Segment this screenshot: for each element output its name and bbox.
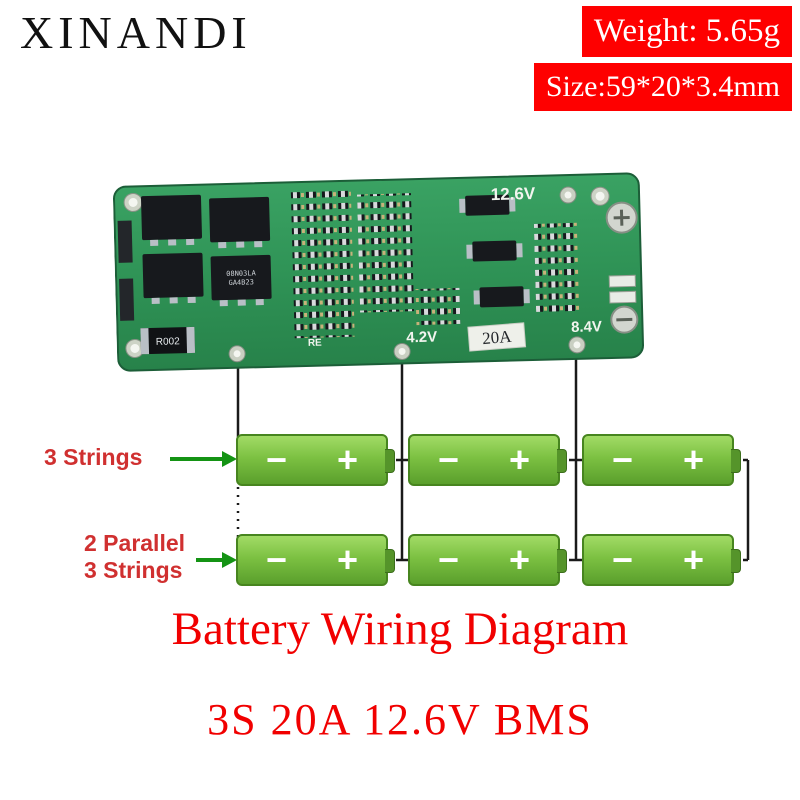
mounting-holes <box>123 186 610 358</box>
weight-badge: Weight: 5.65g <box>581 6 792 57</box>
arrow-row2 <box>196 552 237 568</box>
solder-pads <box>228 186 586 363</box>
shunt-label: R002 <box>156 336 181 348</box>
minus-terminal <box>610 305 639 334</box>
battery-plus-terminal-label: + <box>336 439 358 480</box>
arrow-row1 <box>170 451 237 467</box>
row2-label-line2: 3 Strings <box>84 557 183 583</box>
battery-terminal-nub <box>731 549 741 573</box>
bms-pcb-photo: 08N03LA GA4B23 R002 <box>112 169 648 375</box>
battery-cell: − + <box>582 434 741 486</box>
battery-minus-terminal-label: − <box>266 539 288 580</box>
battery-plus-terminal-label: + <box>508 439 530 480</box>
row1-label: 3 Strings <box>44 444 143 470</box>
battery-terminal-nub <box>557 449 567 473</box>
battery-terminal-nub <box>557 549 567 573</box>
mosfet-chip <box>140 194 203 247</box>
pcb-svg: 08N03LA GA4B23 R002 <box>112 172 645 372</box>
row2-label-line1: 2 Parallel <box>84 530 186 556</box>
edge-pads <box>608 274 637 304</box>
battery-minus-terminal-label: − <box>612 539 634 580</box>
battery-minus-terminal-label: − <box>266 439 288 480</box>
plus-terminal <box>605 201 638 234</box>
silkscreen-cell1-voltage: 4.2V <box>406 329 437 347</box>
current-sticker: 20A <box>467 322 527 352</box>
size-badge: Size:59*20*3.4mm <box>533 63 792 111</box>
battery-terminal-nub <box>731 449 741 473</box>
edge-chips <box>117 220 135 321</box>
ic-chips <box>459 194 530 308</box>
silkscreen-pack-voltage: 12.6V <box>491 184 537 204</box>
battery-cell: − + <box>582 534 741 586</box>
battery-cell: − + <box>408 434 567 486</box>
shunt-resistor: R002 <box>140 326 196 355</box>
battery-minus-terminal-label: − <box>438 539 460 580</box>
silkscreen-re: RE <box>308 338 323 349</box>
mosfet-chip <box>142 252 204 304</box>
row2-label: 2 Parallel 3 Strings <box>84 530 185 584</box>
brand-logo: XINANDI <box>20 7 252 58</box>
battery-cell: − + <box>236 434 395 486</box>
mosfet-chip: 08N03LA GA4B23 <box>210 254 272 307</box>
chip-marking-line1: 08N03LA <box>226 269 256 278</box>
current-label: 20A <box>481 327 512 348</box>
mosfet-chip <box>209 196 271 249</box>
battery-plus-terminal-label: + <box>682 539 704 580</box>
battery-terminal-nub <box>385 449 395 473</box>
battery-cell: − + <box>408 534 567 586</box>
spec-badges: Weight: 5.65g Size:59*20*3.4mm <box>533 6 792 111</box>
battery-plus-terminal-label: + <box>336 539 358 580</box>
mosfet-chips: 08N03LA GA4B23 <box>140 194 272 307</box>
diagram-title: Battery Wiring Diagram <box>171 603 629 655</box>
silkscreen-cell2-voltage: 8.4V <box>571 318 602 336</box>
product-spec-title: 3S 20A 12.6V BMS <box>207 695 593 744</box>
battery-plus-terminal-label: + <box>508 539 530 580</box>
battery-minus-terminal-label: − <box>612 439 634 480</box>
chip-marking-line2: GA4B23 <box>228 278 253 287</box>
battery-terminal-nub <box>385 549 395 573</box>
battery-minus-terminal-label: − <box>438 439 460 480</box>
battery-plus-terminal-label: + <box>682 439 704 480</box>
smd-arrays <box>290 188 581 339</box>
battery-cell: − + <box>236 534 395 586</box>
